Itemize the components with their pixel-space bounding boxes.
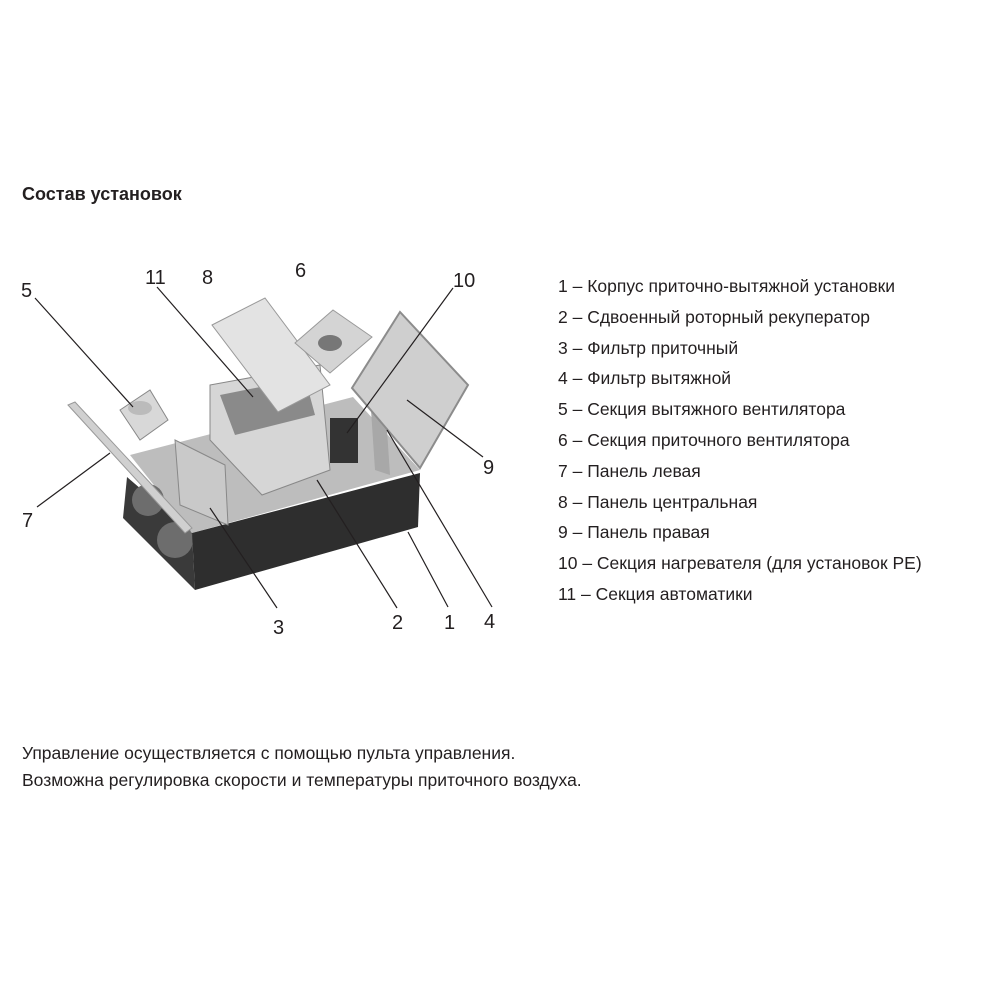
callout-10: 10 bbox=[453, 270, 475, 292]
central-panel bbox=[211, 297, 331, 413]
legend-item: 10 – Секция нагревателя (для установок P… bbox=[558, 553, 922, 574]
exhaust-fan bbox=[119, 389, 169, 441]
callout-1: 1 bbox=[444, 612, 455, 634]
legend-item: 8 – Панель центральная bbox=[558, 491, 758, 512]
supply-filter bbox=[174, 439, 229, 526]
note-line: Возможна регулировка скорости и температ… bbox=[22, 770, 582, 790]
callout-9: 9 bbox=[483, 457, 494, 479]
left-panel bbox=[67, 401, 193, 534]
legend-item: 3 – Фильтр приточный bbox=[558, 337, 739, 358]
legend-item: 1 – Корпус приточно-вытяжной установки bbox=[558, 276, 896, 296]
callout-6: 6 bbox=[295, 260, 306, 282]
exploded-unit-diagram: 1 2 3 4 5 6 7 8 9 10 11 bbox=[21, 260, 495, 639]
callout-8: 8 bbox=[202, 267, 213, 289]
callout-3: 3 bbox=[273, 617, 284, 639]
heater-section bbox=[330, 418, 358, 463]
housing-front-face bbox=[192, 473, 420, 590]
note-line: Управление осуществляется с помощью пуль… bbox=[22, 743, 516, 763]
section-title: Состав установок bbox=[22, 184, 182, 204]
legend-item: 6 – Секция приточного вентилятора bbox=[558, 429, 850, 450]
callout-11: 11 bbox=[145, 267, 166, 289]
callout-2: 2 bbox=[392, 612, 403, 634]
control-note: Управление осуществляется с помощью пуль… bbox=[22, 740, 582, 794]
callout-7: 7 bbox=[22, 510, 33, 532]
legend-item: 9 – Панель правая bbox=[558, 522, 710, 543]
legend-item: 11 – Секция автоматики bbox=[558, 583, 753, 604]
callout-5: 5 bbox=[21, 280, 32, 302]
legend-item: 4 – Фильтр вытяжной bbox=[558, 368, 732, 389]
legend-item: 2 – Сдвоенный роторный рекуператор bbox=[558, 306, 871, 327]
legend-item: 5 – Секция вытяжного вентилятора bbox=[558, 399, 846, 420]
legend-item: 7 – Панель левая bbox=[558, 460, 701, 481]
component-legend: 1 – Корпус приточно-вытяжной установки 2… bbox=[558, 271, 922, 610]
callout-4: 4 bbox=[484, 611, 495, 633]
right-panel bbox=[350, 310, 470, 470]
